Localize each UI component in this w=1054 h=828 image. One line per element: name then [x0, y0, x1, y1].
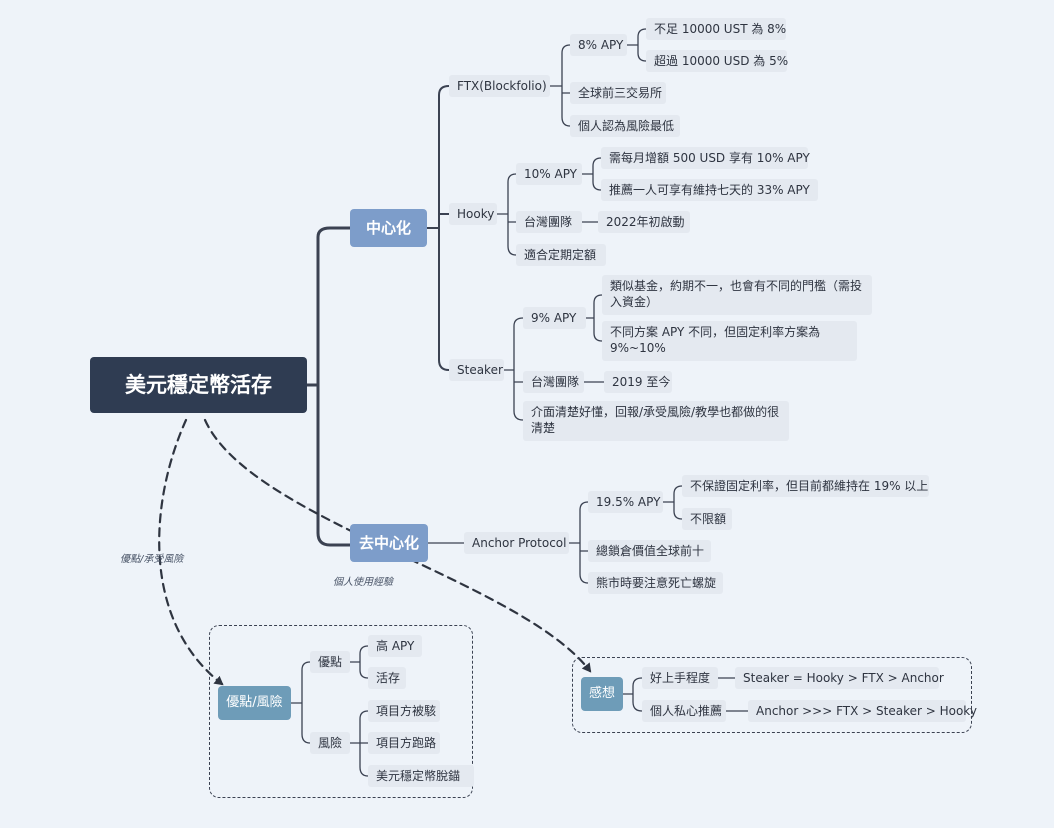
node-ftx[interactable]: FTX(Blockfolio)	[449, 75, 550, 97]
node-pros[interactable]: 優點	[310, 651, 350, 673]
node-steaker-ui[interactable]: 介面清楚好懂，回報/承受風險/教學也都做的很清楚	[523, 401, 789, 441]
node-steaker-apy[interactable]: 9% APY	[523, 307, 586, 329]
node-anchor-apy[interactable]: 19.5% APY	[588, 491, 663, 513]
node-pros-item[interactable]: 高 APY	[368, 635, 422, 657]
node-hooky-apy[interactable]: 10% APY	[516, 163, 582, 185]
node-hooky-apy-monthly[interactable]: 需每月增額 500 USD 享有 10% APY	[601, 147, 810, 169]
floating-topic-pros-risks[interactable]: 優點/風險	[218, 686, 291, 720]
node-steaker-since[interactable]: 2019 至今	[604, 371, 672, 393]
node-anchor[interactable]: Anchor Protocol	[464, 532, 569, 554]
root-topic[interactable]: 美元穩定幣活存	[90, 357, 307, 413]
topic-centralized[interactable]: 中心化	[350, 209, 427, 247]
node-ftx-apy-under[interactable]: 不足 10000 UST 為 8%	[646, 18, 786, 40]
node-risks[interactable]: 風險	[310, 732, 350, 754]
node-steaker[interactable]: Steaker	[449, 359, 504, 381]
node-steaker-apy-plans[interactable]: 不同方案 APY 不同，但固定利率方案為 9%~10%	[602, 321, 857, 361]
node-anchor-apy-rate[interactable]: 不保證固定利率，但目前都維持在 19% 以上	[682, 475, 929, 497]
node-ftx-apy[interactable]: 8% APY	[570, 34, 627, 56]
topic-decentralized[interactable]: 去中心化	[350, 524, 428, 562]
node-recommend[interactable]: 個人私心推薦	[642, 700, 726, 722]
node-hooky-team[interactable]: 台灣團隊	[516, 211, 582, 233]
relation-label-thoughts: 個人使用經驗	[333, 577, 393, 588]
node-ftx-apy-over[interactable]: 超過 10000 USD 為 5%	[646, 50, 788, 72]
node-recommend-value[interactable]: Anchor >>> FTX > Steaker > Hooky	[748, 700, 977, 722]
thoughts-boundary	[572, 657, 972, 733]
node-steaker-team[interactable]: 台灣團隊	[523, 371, 584, 393]
node-hooky-launch[interactable]: 2022年初啟動	[598, 211, 690, 233]
node-ftx-top3[interactable]: 全球前三交易所	[570, 82, 666, 104]
node-hooky[interactable]: Hooky	[449, 203, 497, 225]
node-anchor-apy-unlimited[interactable]: 不限額	[682, 508, 732, 530]
node-hooky-apy-referral[interactable]: 推薦一人可享有維持七天的 33% APY	[601, 179, 818, 201]
node-risks-item[interactable]: 項目方跑路	[368, 732, 440, 754]
node-anchor-tvl[interactable]: 總鎖倉價值全球前十	[588, 540, 711, 562]
node-ease[interactable]: 好上手程度	[642, 667, 718, 689]
pros-risks-boundary	[209, 625, 473, 798]
node-ftx-lowest-risk[interactable]: 個人認為風險最低	[570, 115, 680, 137]
node-pros-item[interactable]: 活存	[368, 667, 406, 689]
relation-label-pros-risks: 優點/承受風險	[120, 554, 184, 565]
node-risks-item[interactable]: 項目方被駭	[368, 700, 440, 722]
node-risks-item[interactable]: 美元穩定幣脫錨	[368, 765, 474, 787]
node-hooky-fixed[interactable]: 適合定期定額	[516, 244, 606, 266]
node-anchor-death-spiral[interactable]: 熊市時要注意死亡螺旋	[588, 572, 723, 594]
floating-topic-thoughts[interactable]: 感想	[581, 677, 623, 711]
node-steaker-apy-fund[interactable]: 類似基金，約期不一，也會有不同的門檻（需投入資金）	[602, 275, 872, 315]
node-ease-value[interactable]: Steaker = Hooky > FTX > Anchor	[735, 667, 944, 689]
